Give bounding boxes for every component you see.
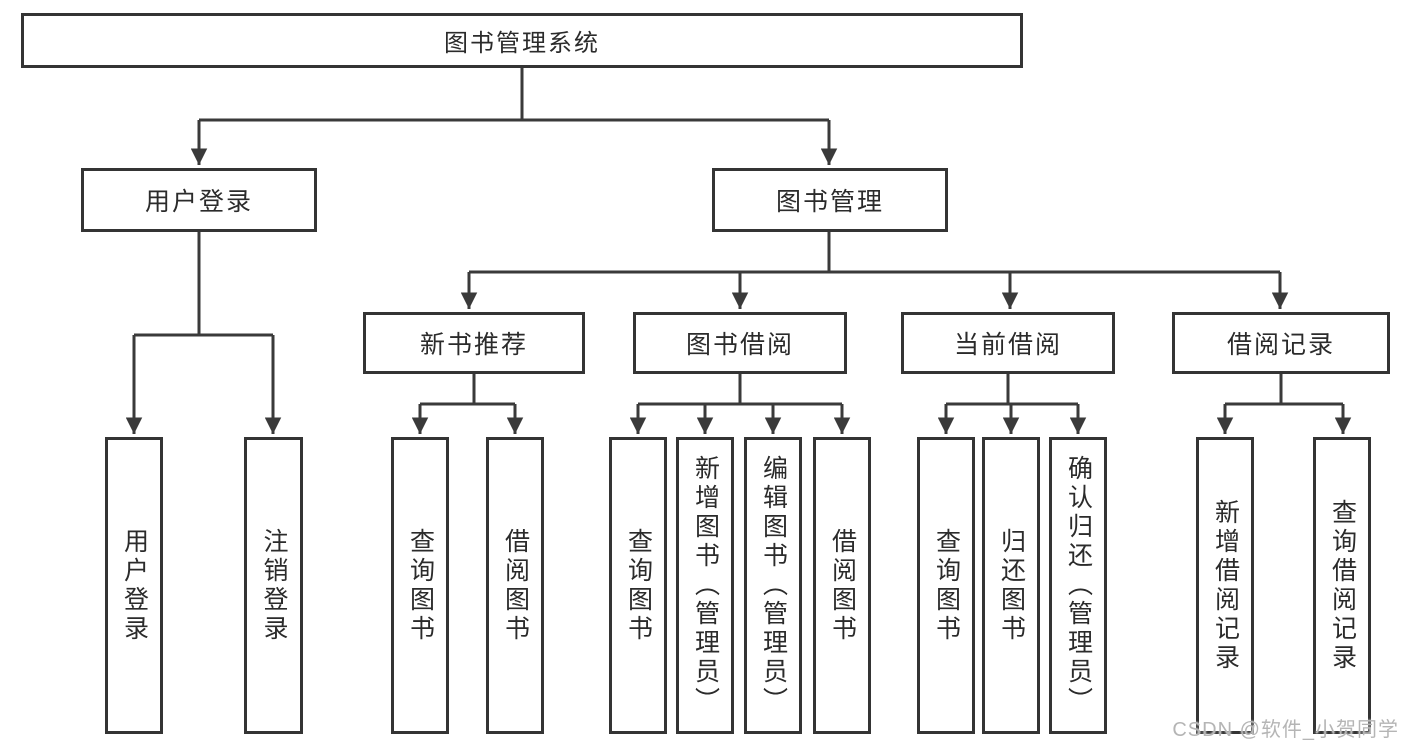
node-current-borrowing-label: 当前借阅 xyxy=(953,331,1062,359)
leaf-query-books-3: 查询图书 xyxy=(917,437,975,734)
leaf-query-books-1-label: 查询图书 xyxy=(406,527,435,644)
node-current-borrowing: 当前借阅 xyxy=(901,312,1115,374)
node-book-management-label: 图书管理 xyxy=(775,188,884,216)
leaf-query-borrow-record: 查询借阅记录 xyxy=(1313,437,1371,734)
leaf-edit-books-admin-label: 编辑图书（管理员） xyxy=(759,455,788,716)
leaf-query-books-3-label: 查询图书 xyxy=(932,527,961,644)
node-user-login: 用户登录 xyxy=(81,168,317,232)
node-user-login-label: 用户登录 xyxy=(144,188,253,216)
leaf-logout-login-label: 注销登录 xyxy=(260,527,288,644)
leaf-edit-books-admin: 编辑图书（管理员） xyxy=(744,437,802,734)
leaf-add-borrow-record: 新增借阅记录 xyxy=(1196,437,1254,734)
leaf-query-borrow-record-label: 查询借阅记录 xyxy=(1328,498,1357,673)
leaf-add-books-admin: 新增图书（管理员） xyxy=(676,437,734,734)
leaf-query-books-2-label: 查询图书 xyxy=(624,527,653,644)
node-library-system-label: 图书管理系统 xyxy=(444,30,600,57)
leaf-borrow-books-1-label: 借阅图书 xyxy=(501,527,530,644)
edge-book-borrowing-splitter xyxy=(638,374,842,406)
leaf-confirm-return-admin-label: 确认归还（管理员） xyxy=(1064,455,1093,716)
node-new-book-recommend-label: 新书推荐 xyxy=(419,331,528,359)
edge-root-splitter xyxy=(199,68,829,122)
leaf-borrow-books-2: 借阅图书 xyxy=(813,437,871,734)
edge-current-borrowing-splitter xyxy=(946,374,1078,406)
leaf-confirm-return-admin: 确认归还（管理员） xyxy=(1049,437,1107,734)
leaf-borrow-books-2-label: 借阅图书 xyxy=(828,527,857,644)
leaf-return-books-label: 归还图书 xyxy=(997,527,1026,644)
node-borrowing-records: 借阅记录 xyxy=(1172,312,1390,374)
leaf-query-books-1: 查询图书 xyxy=(391,437,449,734)
leaf-logout-login: 注销登录 xyxy=(244,437,303,734)
edge-book-management-splitter xyxy=(469,232,1280,274)
leaf-add-borrow-record-label: 新增借阅记录 xyxy=(1211,498,1240,673)
node-new-book-recommend: 新书推荐 xyxy=(363,312,585,374)
leaf-add-books-admin-label: 新增图书（管理员） xyxy=(691,455,720,716)
leaf-query-books-2: 查询图书 xyxy=(609,437,667,734)
edge-borrowing-records-splitter xyxy=(1225,374,1343,406)
leaf-user-login-label: 用户登录 xyxy=(120,527,149,644)
node-book-borrowing: 图书借阅 xyxy=(633,312,847,374)
edge-user-login-splitter xyxy=(134,232,273,337)
leaf-return-books: 归还图书 xyxy=(982,437,1040,734)
edge-new-book-recommend-splitter xyxy=(420,374,515,406)
node-book-borrowing-label: 图书借阅 xyxy=(685,331,794,359)
leaf-borrow-books-1: 借阅图书 xyxy=(486,437,544,734)
node-library-system: 图书管理系统 xyxy=(21,13,1023,68)
node-borrowing-records-label: 借阅记录 xyxy=(1226,331,1335,359)
node-book-management: 图书管理 xyxy=(712,168,948,232)
leaf-user-login: 用户登录 xyxy=(105,437,163,734)
